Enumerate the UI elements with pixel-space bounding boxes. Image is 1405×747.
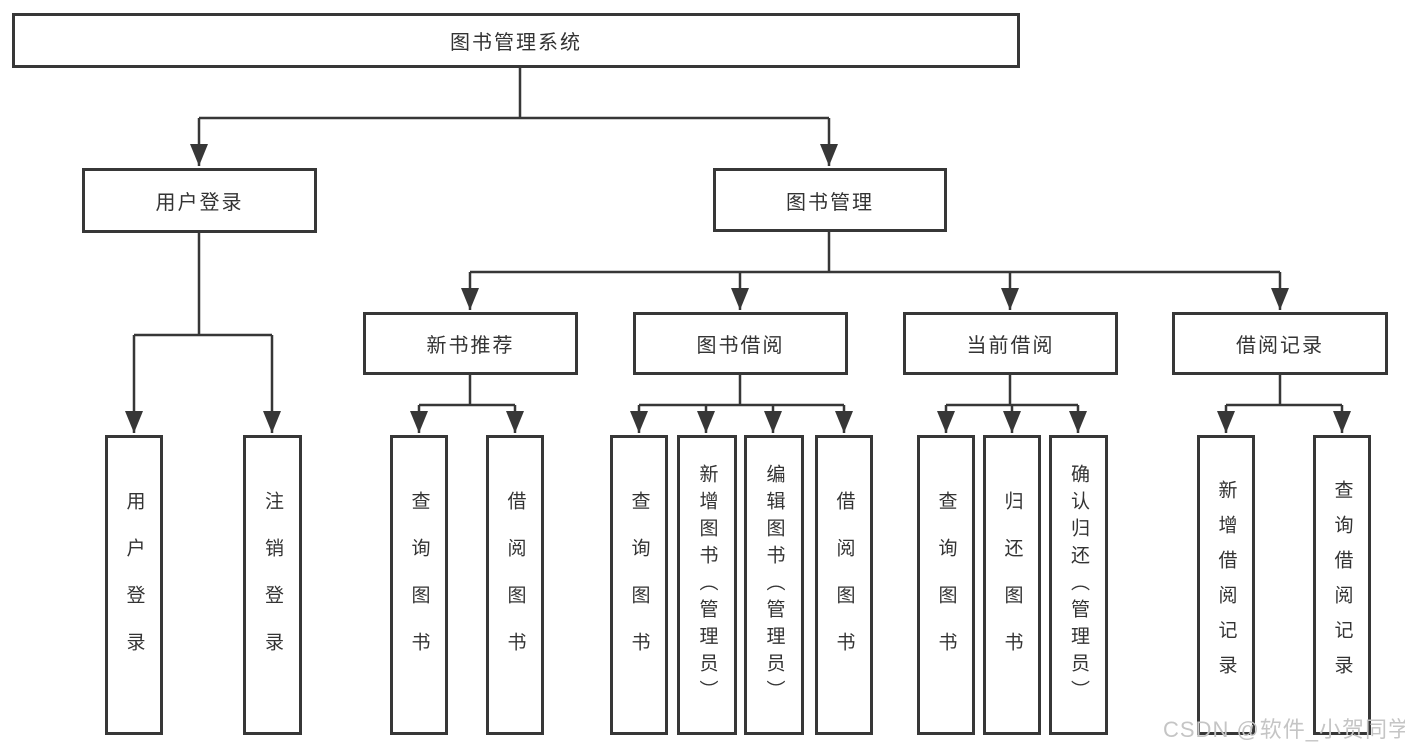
leaf-query-books-recommend-label: 查询图书: [408, 491, 430, 679]
node-user-login-label: 用户登录: [155, 192, 244, 214]
node-user-login: 用户登录: [82, 168, 317, 233]
leaf-query-borrow-record-label: 查询借阅记录: [1331, 480, 1353, 690]
node-current-borrow: 当前借阅: [903, 312, 1118, 375]
leaf-query-books-recommend: 查询图书: [390, 435, 448, 735]
leaf-user-login-label: 用户登录: [123, 491, 145, 679]
leaf-query-borrow-record: 查询借阅记录: [1313, 435, 1371, 735]
leaf-query-books-current: 查询图书: [917, 435, 975, 735]
leaf-borrow-books-recommend-label: 借阅图书: [504, 491, 526, 679]
leaf-add-book-admin: 新增图书（管理员）: [677, 435, 737, 735]
node-book-management: 图书管理: [713, 168, 947, 232]
leaf-add-book-admin-label: 新增图书（管理员）: [696, 463, 718, 707]
node-new-book-recommend-label: 新书推荐: [426, 335, 515, 357]
leaf-user-login: 用户登录: [105, 435, 163, 735]
node-library-system: 图书管理系统: [12, 13, 1020, 68]
node-borrow-records-label: 借阅记录: [1236, 335, 1324, 357]
leaf-borrow-books: 借阅图书: [815, 435, 873, 735]
leaf-borrow-books-recommend: 借阅图书: [486, 435, 544, 735]
leaf-borrow-books-label: 借阅图书: [833, 491, 855, 679]
node-borrow-records: 借阅记录: [1172, 312, 1388, 375]
node-book-borrow: 图书借阅: [633, 312, 848, 375]
leaf-edit-book-admin-label: 编辑图书（管理员）: [763, 463, 785, 707]
node-book-management-label: 图书管理: [786, 191, 874, 214]
connectors-group: [125, 68, 1351, 433]
csdn-watermark: CSDN @软件_小贺同学: [1163, 717, 1405, 742]
leaf-query-books-borrow-label: 查询图书: [628, 491, 650, 679]
leaf-return-book-label: 归还图书: [1001, 491, 1023, 679]
leaf-confirm-return-admin: 确认归还（管理员）: [1049, 435, 1108, 735]
node-new-book-recommend: 新书推荐: [363, 312, 578, 375]
leaf-logout: 注销登录: [243, 435, 302, 735]
leaf-query-books-borrow: 查询图书: [610, 435, 668, 735]
leaf-confirm-return-admin-label: 确认归还（管理员）: [1068, 463, 1089, 707]
node-current-borrow-label: 当前借阅: [966, 335, 1055, 357]
leaf-add-borrow-record: 新增借阅记录: [1197, 435, 1255, 735]
leaf-return-book: 归还图书: [983, 435, 1041, 735]
node-library-system-label: 图书管理系统: [450, 32, 582, 54]
leaf-logout-label: 注销登录: [262, 491, 283, 679]
leaf-query-books-current-label: 查询图书: [935, 491, 957, 679]
leaf-add-borrow-record-label: 新增借阅记录: [1215, 480, 1237, 690]
leaf-edit-book-admin: 编辑图书（管理员）: [744, 435, 804, 735]
node-book-borrow-label: 图书借阅: [696, 335, 785, 357]
